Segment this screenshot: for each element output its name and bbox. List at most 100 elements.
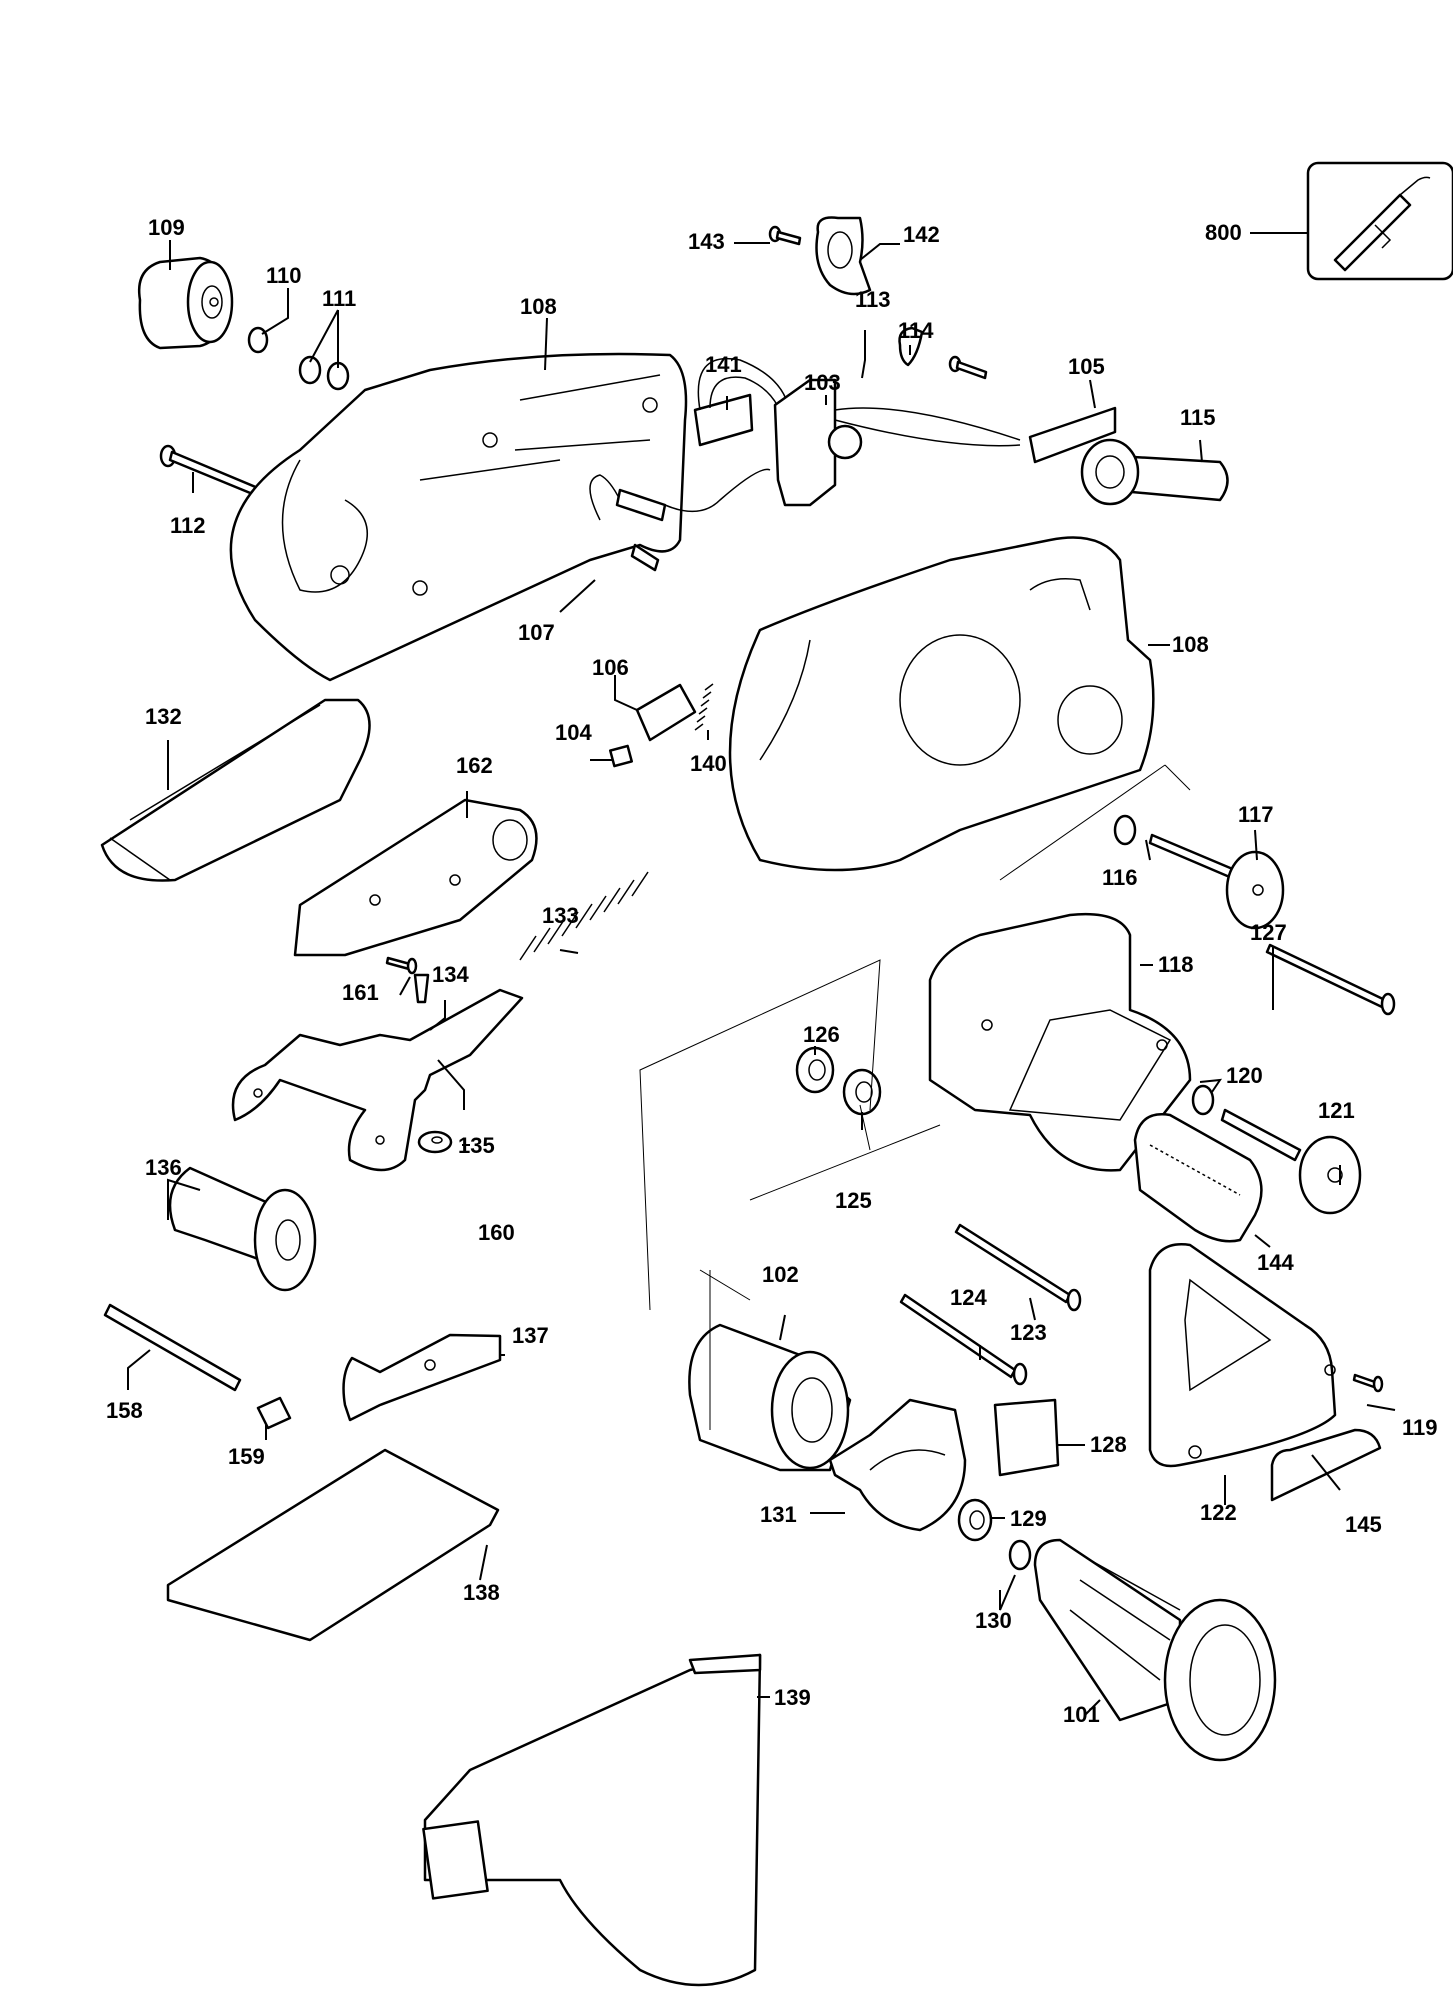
part-120-bearing — [1191, 1084, 1215, 1116]
label-143: 143 — [688, 229, 725, 254]
alignment-lines — [639, 764, 1191, 1430]
label-128: 128 — [1090, 1432, 1127, 1457]
part-101-armature — [1033, 1538, 1277, 1762]
part-137-belt-guide — [342, 1333, 502, 1422]
label-133: 133 — [542, 903, 579, 928]
part-142-brush-holder-plate — [815, 216, 872, 296]
part-159-bushing — [256, 1396, 292, 1430]
label-106: 106 — [592, 655, 629, 680]
label-118: 118 — [1158, 952, 1194, 977]
label-161: 161 — [342, 980, 379, 1005]
label-111: 111 — [322, 286, 356, 311]
part-115-cord-protector — [1080, 438, 1229, 506]
label-800: 800 — [1205, 220, 1242, 245]
label-138: 138 — [463, 1580, 500, 1605]
label-116: 116 — [1102, 865, 1138, 890]
part-145-label-plate — [1270, 1428, 1382, 1502]
label-159: 159 — [228, 1444, 265, 1469]
leader-lines — [127, 232, 1396, 1716]
label-134: 134 — [432, 962, 469, 987]
label-158: 158 — [106, 1398, 143, 1423]
part-124-screw — [899, 1293, 1028, 1386]
part-127-screw — [1265, 943, 1396, 1016]
part-117-drive-gear-shaft — [1148, 833, 1285, 930]
part-138-platen — [166, 1448, 500, 1642]
label-144: 144 — [1257, 1250, 1294, 1275]
label-142: 142 — [903, 222, 940, 247]
label-139: 139 — [774, 1685, 811, 1710]
label-140: 140 — [690, 751, 727, 776]
part-139-dust-bag — [422, 1653, 762, 1987]
label-105: 105 — [1068, 354, 1105, 379]
label-130: 130 — [975, 1608, 1012, 1633]
part-128-baffle-clip — [993, 1398, 1060, 1477]
label-136: 136 — [145, 1155, 182, 1180]
label-102: 102 — [762, 1262, 799, 1287]
label-135: 135 — [458, 1133, 495, 1158]
part-116-bearing — [1113, 814, 1137, 846]
part-122-belt-cover — [1148, 1243, 1337, 1468]
label-109: 109 — [148, 215, 185, 240]
part-108-housing-left — [229, 352, 688, 682]
part-labels: 109 110 111 108 112 143 142 141 103 113 … — [106, 215, 1438, 1727]
label-114: 114 — [898, 318, 934, 343]
part-119-screw — [1352, 1373, 1384, 1393]
part-130-bearing — [1008, 1539, 1032, 1571]
part-129-bearing — [957, 1498, 993, 1542]
part-118-gear-case — [928, 913, 1192, 1172]
part-134-pin — [413, 973, 430, 1004]
part-144-toothed-belt — [1133, 1113, 1263, 1243]
label-113: 113 — [855, 287, 891, 312]
part-132-platen-cover — [100, 698, 371, 882]
label-160: 160 — [478, 1220, 515, 1245]
label-141: 141 — [705, 352, 742, 377]
part-109-front-roller — [137, 256, 234, 350]
label-124: 124 — [950, 1285, 987, 1310]
label-127: 127 — [1250, 920, 1287, 945]
part-160-washer — [417, 1130, 453, 1154]
label-121: 121 — [1318, 1098, 1355, 1123]
part-105-power-cord — [1028, 406, 1117, 464]
part-162-tension-housing — [293, 798, 538, 957]
label-107: 107 — [518, 620, 555, 645]
part-133-tension-spring — [519, 871, 649, 961]
part-112-screw — [159, 444, 260, 497]
label-137: 137 — [512, 1323, 549, 1348]
part-158-shaft — [103, 1303, 242, 1392]
part-104-carbon-brush — [608, 744, 634, 768]
label-129: 129 — [1010, 1506, 1047, 1531]
label-117: 117 — [1238, 802, 1274, 827]
part-161-screw — [385, 956, 418, 975]
label-125: 125 — [835, 1188, 872, 1213]
part-102-field — [688, 1323, 852, 1472]
label-101: 101 — [1063, 1702, 1100, 1727]
part-111-washers — [298, 355, 350, 391]
label-104: 104 — [555, 720, 592, 745]
part-123-screw — [954, 1223, 1082, 1312]
part-136-drive-roller — [168, 1166, 317, 1292]
part-131-baffle — [828, 1398, 967, 1532]
part-140-brush-spring — [694, 683, 714, 731]
part-107-brush-lead-wire — [589, 468, 771, 572]
part-125-bearing — [842, 1068, 882, 1116]
label-123: 123 — [1010, 1320, 1047, 1345]
label-112: 112 — [170, 513, 206, 538]
part-113-screw — [948, 355, 988, 380]
label-122: 122 — [1200, 1500, 1237, 1525]
label-131: 131 — [760, 1502, 797, 1527]
part-135-tension-lever-bracket — [231, 988, 524, 1172]
label-108-right: 108 — [1172, 632, 1209, 657]
label-132: 132 — [145, 704, 182, 729]
label-108-left: 108 — [520, 294, 557, 319]
label-126: 126 — [803, 1022, 840, 1047]
part-106-brush-holder — [635, 683, 697, 742]
label-115: 115 — [1180, 405, 1216, 430]
label-162: 162 — [456, 753, 493, 778]
part-143-screw — [768, 225, 802, 246]
part-800-grease-gun-box — [1306, 161, 1453, 281]
label-120: 120 — [1226, 1063, 1263, 1088]
label-119: 119 — [1402, 1415, 1438, 1440]
part-108-housing-right — [728, 536, 1155, 872]
